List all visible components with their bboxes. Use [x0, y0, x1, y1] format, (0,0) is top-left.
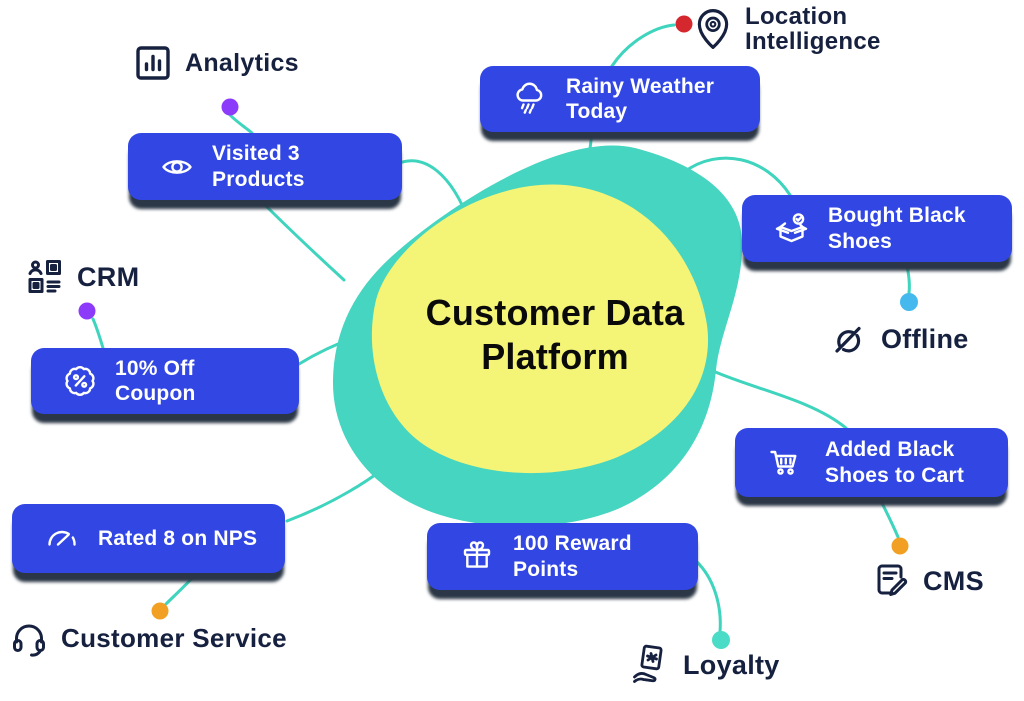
card-label: 100 Reward Points	[513, 532, 632, 581]
connector-blob-to-cart	[711, 369, 848, 430]
connector-analytics-dot-to-visited	[228, 113, 254, 135]
eye-icon	[162, 159, 192, 174]
map-pin-icon	[697, 9, 729, 50]
card-label: Visited 3 Products	[212, 142, 305, 191]
location-dot	[675, 15, 693, 33]
hand-gift-icon	[633, 644, 663, 683]
card-reward-points: 100 Reward Points	[427, 523, 698, 590]
source-location-intelligence: Location Intelligence	[694, 4, 881, 54]
loyalty-dot	[712, 631, 730, 649]
cart-icon	[770, 450, 797, 475]
source-label-line1: Location	[745, 3, 848, 30]
source-customer-service: Customer Service	[10, 620, 287, 658]
cms-dot	[891, 537, 909, 555]
connector-bought-to-offline-dot	[904, 260, 911, 295]
gift-icon	[463, 540, 491, 568]
connector-blob-to-bought	[682, 156, 792, 197]
source-label: Loyalty	[683, 649, 780, 680]
card-label: 10% Off Coupon	[115, 356, 196, 405]
yellow-blob	[371, 184, 709, 474]
connection-off-icon	[835, 326, 861, 353]
source-analytics: Analytics	[134, 44, 299, 82]
discount-badge-icon	[65, 366, 95, 396]
analytics-dot	[221, 98, 239, 116]
center-title: Customer Data Platform	[388, 291, 722, 379]
source-label: Customer Service	[61, 623, 287, 654]
connector-crm-dot-to-coupon	[91, 317, 105, 350]
source-cms: CMS	[872, 562, 984, 600]
offline-dot	[900, 293, 918, 311]
center-title-line2: Platform	[481, 336, 629, 377]
source-offline: Offline	[828, 322, 969, 356]
source-label: Offline	[881, 323, 969, 354]
connector-rainy-to-location-dot	[610, 23, 676, 68]
connector-visited-to-blob-left	[258, 198, 346, 282]
card-visited-products: Visited 3 Products	[128, 133, 402, 200]
source-label: CMS	[923, 565, 984, 596]
headset-icon	[13, 624, 45, 657]
card-label: Rated 8 on NPS	[98, 526, 258, 550]
card-added-to-cart: Added Black Shoes to Cart	[735, 428, 1008, 497]
source-label: Analytics	[185, 48, 299, 77]
doc-edit-icon	[877, 564, 908, 596]
center-title-line1: Customer Data	[425, 292, 685, 333]
user-data-grid-icon	[28, 260, 61, 293]
bar-chart-icon	[136, 46, 170, 80]
connector-reward-to-loyalty-dot	[694, 559, 722, 634]
card-label: Bought Black Shoes	[828, 204, 966, 253]
card-label: Added Black Shoes to Cart	[825, 438, 965, 487]
connector-nps-to-cs-dot	[164, 571, 199, 606]
card-bought-shoes: Bought Black Shoes	[742, 195, 1012, 262]
source-label-line2: Intelligence	[745, 28, 881, 56]
source-loyalty: Loyalty	[630, 644, 780, 686]
card-rainy-weather: Rainy Weather Today	[480, 66, 760, 132]
rain-cloud-icon	[516, 82, 543, 114]
card-coupon: 10% Off Coupon	[31, 348, 299, 414]
connector-cart-to-cms-dot	[877, 495, 900, 539]
customer-service-dot	[151, 602, 169, 620]
crm-dot	[78, 302, 96, 320]
gauge-icon	[48, 530, 76, 546]
box-check-icon	[775, 212, 808, 242]
card-label: Rainy Weather Today	[566, 74, 715, 123]
card-nps-rating: Rated 8 on NPS	[12, 504, 285, 573]
source-crm: CRM	[26, 258, 139, 296]
source-label: CRM	[77, 261, 140, 292]
